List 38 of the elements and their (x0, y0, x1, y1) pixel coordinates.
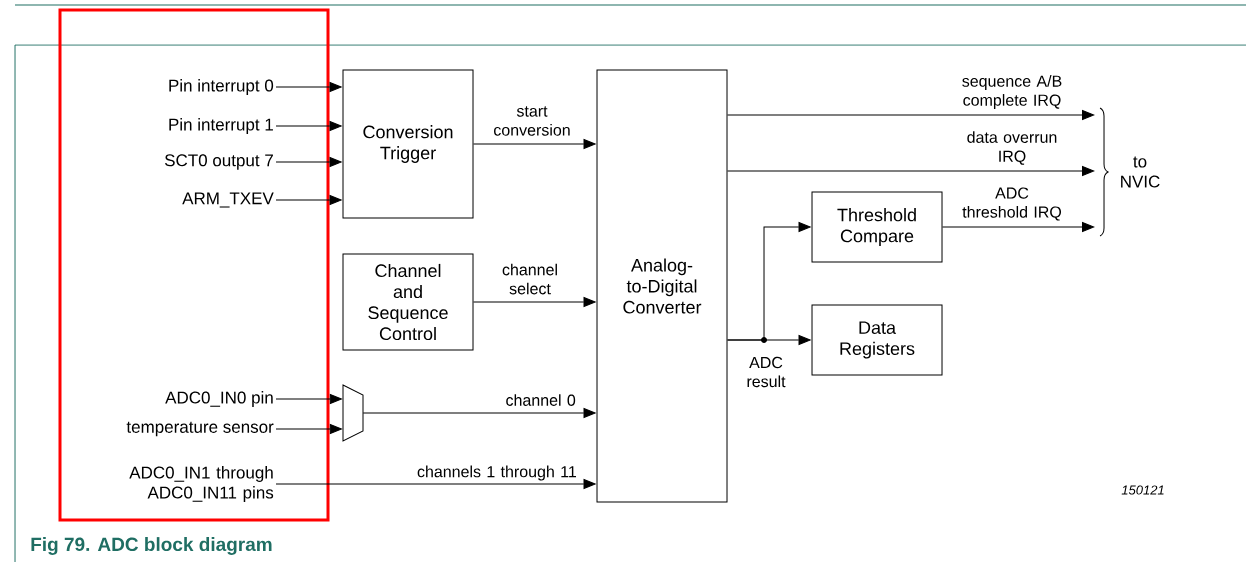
signal-label: SCT0 output 7 (164, 154, 273, 170)
edge-label: sequence A/B complete IRQ (962, 75, 1062, 109)
edge-label: ADC threshold IRQ (962, 187, 1062, 221)
brace-label: to NVIC (1121, 156, 1160, 188)
arrow (275, 195, 342, 205)
arrow (727, 110, 1095, 120)
arrow (275, 121, 342, 131)
figure-caption: Fig 79. ADC block diagram (31, 537, 272, 555)
signal-label: ARM_TXEV (182, 192, 274, 208)
arrow (473, 139, 596, 149)
arrow (275, 82, 342, 92)
edge-label: data overrun IRQ (967, 131, 1057, 165)
signal-label: ADC0_IN1 through ADC0_IN11 pins (129, 466, 274, 502)
edge-label: start conversion (494, 106, 570, 136)
edge-label: channel 0 (506, 394, 576, 406)
signal-label: temperature sensor (126, 421, 274, 437)
edge-label: channels 1 through 11 (417, 465, 576, 481)
arrow (473, 297, 596, 307)
arrow (275, 479, 596, 489)
figure-number: 150121 (1121, 485, 1164, 495)
block-box: Threshold Compare (811, 191, 943, 263)
multiplexer-symbol (342, 384, 364, 442)
arrow (727, 166, 1095, 176)
arrow (275, 424, 342, 434)
edge-label: ADC result (747, 356, 786, 388)
signal-label: ADC0_IN0 pin (165, 391, 273, 407)
arrow (275, 394, 342, 404)
arrow (275, 157, 342, 167)
block-box: Conversion Trigger (342, 69, 474, 219)
arrow (727, 335, 811, 345)
block-box: Channel and Sequence Control (342, 253, 474, 351)
arrow (942, 222, 1095, 232)
arrow (362, 408, 596, 418)
edge-label: channel select (502, 263, 557, 295)
block-box: Data Registers (811, 304, 943, 376)
block-box: Analog-to-Digital Converter (596, 69, 728, 503)
signal-label: Pin interrupt 1 (169, 118, 273, 134)
signal-label: Pin interrupt 0 (169, 79, 274, 95)
